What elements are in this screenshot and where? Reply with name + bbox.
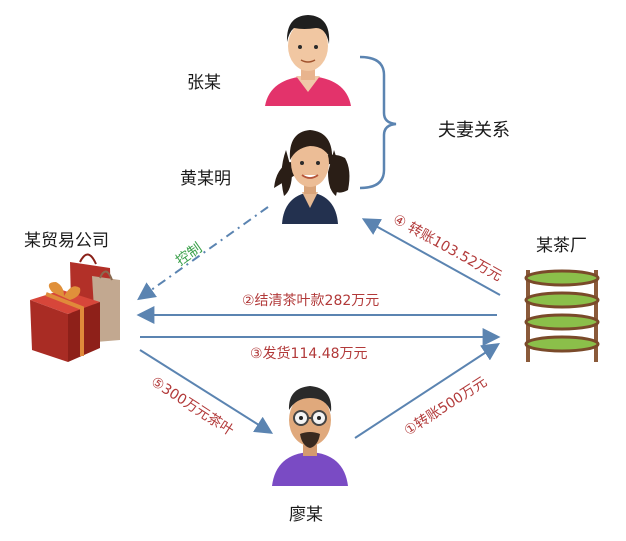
transfer-text-1: ①转账500万元 [401,374,490,439]
gift-box-icon [30,253,120,362]
transfer-arrow-4 [361,218,501,296]
avatar-huang [274,130,350,224]
settle-text-2: ②结清茶叶款282万元 [242,293,379,309]
control-text: 控制 [173,240,205,269]
tea-arrow-5 [139,349,274,434]
spouse-bracket [359,55,397,190]
tea-rack-icon [524,269,600,362]
avatar-zhang [265,15,351,106]
company-label: 某贸易公司 [24,231,109,251]
person-label-huang: 黄某明 [180,169,231,189]
factory-label: 某茶厂 [536,236,587,256]
transfer-arrow-1 [354,343,501,439]
transfer-text-4: ④ 转账103.52万元 [390,212,504,285]
avatar-liao [272,386,348,486]
ship-text-3: ③发货114.48万元 [250,345,368,362]
person-label-zhang: 张某 [187,73,221,93]
person-label-liao: 廖某 [289,505,323,525]
control-arrow [137,206,269,301]
relationship-label: 夫妻关系 [438,120,510,141]
